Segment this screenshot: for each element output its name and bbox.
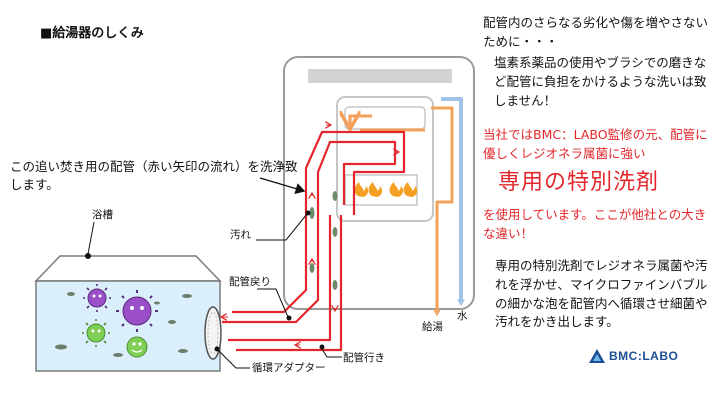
leader-lines: [85, 177, 342, 369]
label-hot-water: 給湯: [422, 321, 443, 333]
hot-water-outlet-pipe: [431, 106, 454, 312]
label-adapter: 循環アダプター: [252, 362, 326, 374]
water-inlet-pipe: [441, 97, 463, 302]
flame-icons: [354, 182, 418, 197]
label-bathtub: 浴槽: [92, 209, 113, 221]
tub-dirt: [55, 292, 192, 357]
bmc-labo-logo: BMC:LABO: [589, 349, 678, 363]
highlight-intro: 当社ではBMC：LABO監修の元、配管に優しくレジオネラ属菌に強い: [483, 127, 708, 162]
label-dirt: 汚れ: [230, 229, 251, 241]
bathtub: [34, 255, 222, 372]
bmc-logo-icon: [589, 349, 605, 363]
germ-green-round: [126, 336, 148, 358]
label-water: 水: [457, 310, 468, 322]
highlight-headline: 専用の特別洗剤: [498, 170, 660, 195]
note-line-1: 配管内のさらなる劣化や傷を増やさないために・・・: [483, 15, 709, 49]
note-line-2: 塩素系薬品の使用やブラシでの磨きなど配管に負担をかけるような洗いは致しません！: [494, 55, 707, 108]
heater-display-panel: [308, 69, 452, 83]
heat-exchanger: [336, 96, 434, 222]
diagram-title: ■給湯器のしくみ: [40, 26, 144, 41]
germ-purple-small: [83, 284, 111, 312]
label-return-pipe: 配管戻り: [229, 276, 271, 288]
logo-text: BMC:LABO: [609, 349, 679, 363]
cleaning-description: 専用の特別洗剤でレジオネラ属菌や汚れを浮かせ、マイクロファインバブルの細かな泡を…: [495, 258, 708, 330]
reheat-pipe-callout: この追い焚き用の配管（赤い矢印の流れ）を洗浄致します。: [10, 159, 298, 193]
highlight-outro: を使用しています。ここが他社との大きな違い！: [483, 207, 707, 242]
label-supply-pipe: 配管行き: [343, 352, 385, 364]
germ-green-star: [82, 319, 110, 347]
pipe-dirt: [309, 191, 338, 290]
reheating-pipe-loop: [222, 130, 406, 352]
germ-purple-large: [116, 290, 158, 332]
